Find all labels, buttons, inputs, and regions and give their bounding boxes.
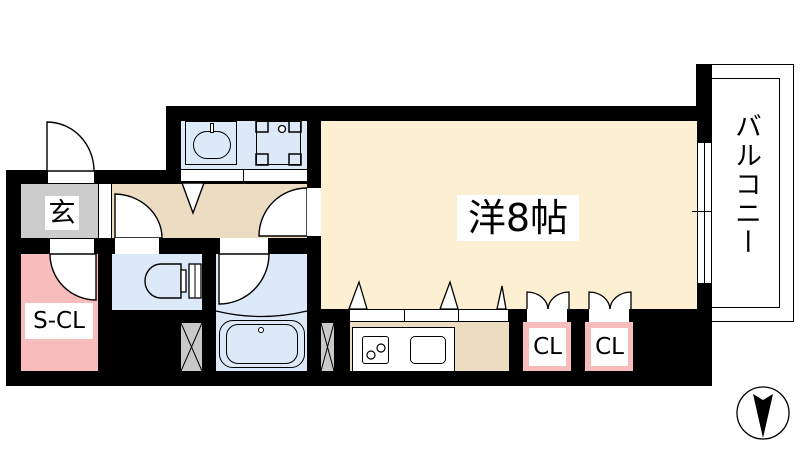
room-door-icon[interactable] xyxy=(258,187,308,237)
closet-1-doorway xyxy=(526,309,568,322)
stove-icon xyxy=(362,336,389,364)
front-door-icon[interactable] xyxy=(46,120,98,172)
kitchen-door-2-icon[interactable] xyxy=(439,279,460,310)
western-room-label: 洋8帖 xyxy=(457,195,579,241)
washroom-sliding-door-icon[interactable] xyxy=(180,182,206,216)
storage-closet-door-icon[interactable] xyxy=(49,253,97,301)
bathroom-doorway xyxy=(219,238,269,254)
window-center-mark xyxy=(692,211,718,212)
bathroom-door-icon[interactable] xyxy=(218,253,270,305)
balcony-inner-rail xyxy=(712,78,780,308)
closet-2-door-icon[interactable] xyxy=(588,288,632,311)
bathtub-edge xyxy=(215,310,308,318)
kitchen-sink-icon xyxy=(410,336,446,364)
balcony-label: バルコニー xyxy=(730,112,761,257)
window-center-mark-v xyxy=(704,205,705,217)
kitchen-strip-divider-2 xyxy=(458,309,459,322)
storage-closet-doorway xyxy=(49,238,95,254)
toilet-doorway xyxy=(114,238,160,254)
toilet-icon xyxy=(144,263,202,299)
pipe-shaft-1 xyxy=(180,322,203,372)
hallway-door-left-icon[interactable] xyxy=(114,193,164,239)
closet-1-label: CL xyxy=(529,328,566,366)
faucet-icon xyxy=(210,123,214,133)
washing-machine-drain-icon xyxy=(255,120,302,166)
washroom-threshold-divider xyxy=(243,169,244,182)
closet-2-doorway xyxy=(588,309,630,322)
kitchen-door-3-icon[interactable] xyxy=(496,285,508,310)
balcony xyxy=(712,64,794,322)
kitchen-door-1-icon[interactable] xyxy=(348,279,369,310)
sink-basin-icon xyxy=(193,131,231,159)
bathtub-drain-icon xyxy=(258,327,264,333)
pipe-shaft-2 xyxy=(320,322,335,372)
storage-closet-label: S-CL xyxy=(25,303,93,339)
entrance-label: 玄 xyxy=(45,196,79,230)
bathtub-inner xyxy=(226,324,298,364)
closet-1-door-icon[interactable] xyxy=(526,288,570,311)
washroom-threshold xyxy=(181,169,307,182)
compass-south-icon xyxy=(736,386,790,440)
kitchen-doors-strip xyxy=(349,309,509,322)
entrance-hall-doorway xyxy=(98,184,112,238)
room-doorway xyxy=(307,187,321,237)
closet-2-label: CL xyxy=(591,328,628,366)
kitchen-strip-divider-1 xyxy=(404,309,405,322)
front-door-opening xyxy=(47,170,95,184)
